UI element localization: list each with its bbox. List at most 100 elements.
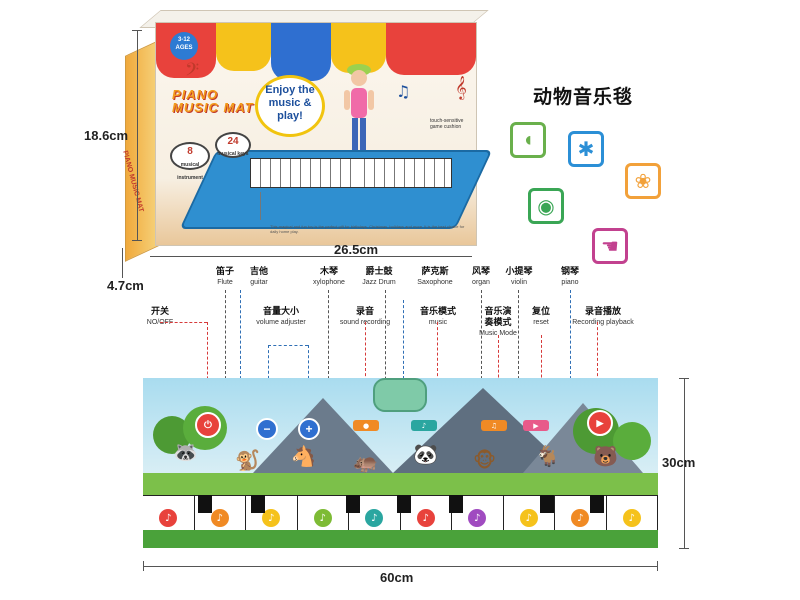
slogan-bubble: Enjoy the music & play! — [255, 75, 325, 137]
black-key[interactable] — [590, 495, 604, 513]
label-on-off-en: NO/OFF — [146, 319, 174, 326]
piano-key[interactable]: ♪ — [452, 495, 504, 530]
label-saxophone: 萨克斯 Saxophone — [410, 266, 460, 288]
piano-key[interactable]: ♪ — [246, 495, 298, 530]
play-icon: ▶ — [533, 421, 539, 430]
label-reset-en: reset — [533, 319, 549, 326]
logo-line-2: MUSIC MAT — [172, 100, 254, 115]
label-guitar: 吉他 guitar — [244, 266, 274, 288]
leader-violin — [518, 290, 519, 450]
black-key[interactable] — [540, 495, 554, 513]
hand-icon: ☚ — [592, 228, 628, 264]
raccoon-flute-icon: 🦝 — [173, 440, 198, 464]
playback-button[interactable]: ▶ — [587, 410, 613, 436]
monkey-organ-icon: 🐵 — [473, 448, 497, 472]
box-height-label: 18.6cm — [84, 128, 129, 143]
mat-width-label: 60cm — [380, 570, 414, 585]
speaker-box — [373, 378, 427, 412]
paint-drip-blue — [271, 23, 331, 81]
ear-icon: ◖ — [510, 122, 546, 158]
music-note-icon: ♫ — [396, 82, 411, 101]
leader-record — [365, 322, 366, 417]
label-flute: 笛子 Flute — [210, 266, 240, 288]
label-violin-cn: 小提琴 — [505, 266, 533, 276]
label-jazz-drum-cn: 爵士鼓 — [365, 266, 393, 276]
black-key[interactable] — [346, 495, 360, 513]
piano-key[interactable]: ♪ — [555, 495, 607, 530]
label-piano-en: piano — [561, 279, 579, 286]
box-width-label: 26.5cm — [334, 242, 379, 257]
music-note-icon: ♪ — [262, 509, 281, 527]
leader-on-off-h — [160, 322, 207, 323]
label-record-cn: 录音 — [355, 306, 374, 316]
music-note-icon: ♪ — [313, 509, 332, 527]
piano-key[interactable]: ♪ — [143, 495, 195, 530]
monkey-guitar-icon: 🐒 — [235, 448, 260, 472]
label-jazz-drum: 爵士鼓 Jazz Drum — [355, 266, 403, 288]
box-width-line — [150, 256, 472, 257]
label-demo-mode: 音乐演奏模式 Music Mode — [474, 306, 522, 339]
black-key[interactable] — [198, 495, 212, 513]
label-record: 录音 sound recording — [338, 306, 392, 328]
piano-key[interactable]: ♪ — [194, 495, 246, 530]
label-demo-mode-en: Music Mode — [479, 330, 517, 337]
panda-saxophone-icon: 🐼 — [413, 442, 438, 466]
box-logo: PIANO MUSIC MAT — [172, 88, 254, 114]
music-note-icon: ♪ — [622, 509, 641, 527]
keys-badge-number: 24 — [227, 136, 239, 147]
leader-reset — [541, 335, 542, 417]
mat-height-line — [684, 378, 685, 548]
label-piano: 钢琴 piano — [555, 266, 585, 288]
label-flute-en: Flute — [217, 279, 233, 286]
leader-on-off — [207, 322, 208, 414]
label-xylophone: 木琴 xylophone — [305, 266, 353, 288]
tree-right-2 — [613, 422, 651, 460]
music-note-icon: ♪ — [159, 509, 178, 527]
label-violin: 小提琴 violin — [500, 266, 538, 288]
mat-bottom-border — [143, 530, 658, 548]
demo-mode-button[interactable]: ♫ — [481, 420, 507, 431]
volume-up-button[interactable]: + — [298, 418, 320, 440]
label-violin-en: violin — [511, 279, 527, 286]
music-note-icon: ♪ — [519, 509, 538, 527]
black-key[interactable] — [251, 495, 265, 513]
record-button[interactable]: ● — [353, 420, 379, 431]
record-icon: ● — [362, 421, 370, 430]
power-button[interactable]: ⏻ — [195, 412, 221, 438]
reset-button[interactable]: ▶ — [523, 420, 549, 431]
piano-key[interactable]: ♪ — [297, 495, 349, 530]
label-music-mode: 音乐模式 music — [416, 306, 460, 328]
mat-height-tick-top — [679, 378, 689, 379]
donkey-xylophone-icon: 🐴 — [291, 444, 316, 468]
music-note-icon: ♪ — [571, 509, 590, 527]
power-icon: ⏻ — [204, 419, 212, 431]
mat-grass — [143, 473, 658, 495]
label-piano-cn: 钢琴 — [560, 266, 579, 276]
leader-music-mode — [437, 322, 438, 417]
black-key[interactable] — [397, 495, 411, 513]
label-reset: 复位 reset — [527, 306, 555, 328]
label-playback-en: Recording playback — [572, 319, 634, 326]
leader-piano — [570, 290, 571, 450]
mat-height-tick-bottom — [679, 548, 689, 549]
eye-icon: ◉ — [528, 188, 564, 224]
label-guitar-en: guitar — [250, 279, 268, 286]
label-organ-cn: 风琴 — [471, 266, 490, 276]
leader-saxophone — [403, 300, 404, 450]
paint-drip-yellow — [216, 23, 271, 71]
leader-xylophone — [328, 290, 329, 450]
goat-violin-icon: 🐐 — [535, 444, 560, 468]
keys-badge-text: musical keys — [217, 151, 249, 157]
leader-volume-h — [268, 345, 308, 346]
piano-key[interactable]: ♪ — [606, 495, 658, 530]
leader-playback — [597, 322, 598, 412]
volume-down-button[interactable]: − — [256, 418, 278, 440]
product-title-cn: 动物音乐毯 — [533, 87, 634, 108]
label-demo-mode-cn: 音乐演奏模式 — [484, 306, 512, 327]
music-mode-button[interactable]: ♪ — [411, 420, 437, 431]
piano-key[interactable]: ♪ — [503, 495, 555, 530]
label-guitar-cn: 吉他 — [249, 266, 268, 276]
box-side — [125, 40, 159, 262]
black-key[interactable] — [449, 495, 463, 513]
mountain-1 — [253, 398, 393, 473]
